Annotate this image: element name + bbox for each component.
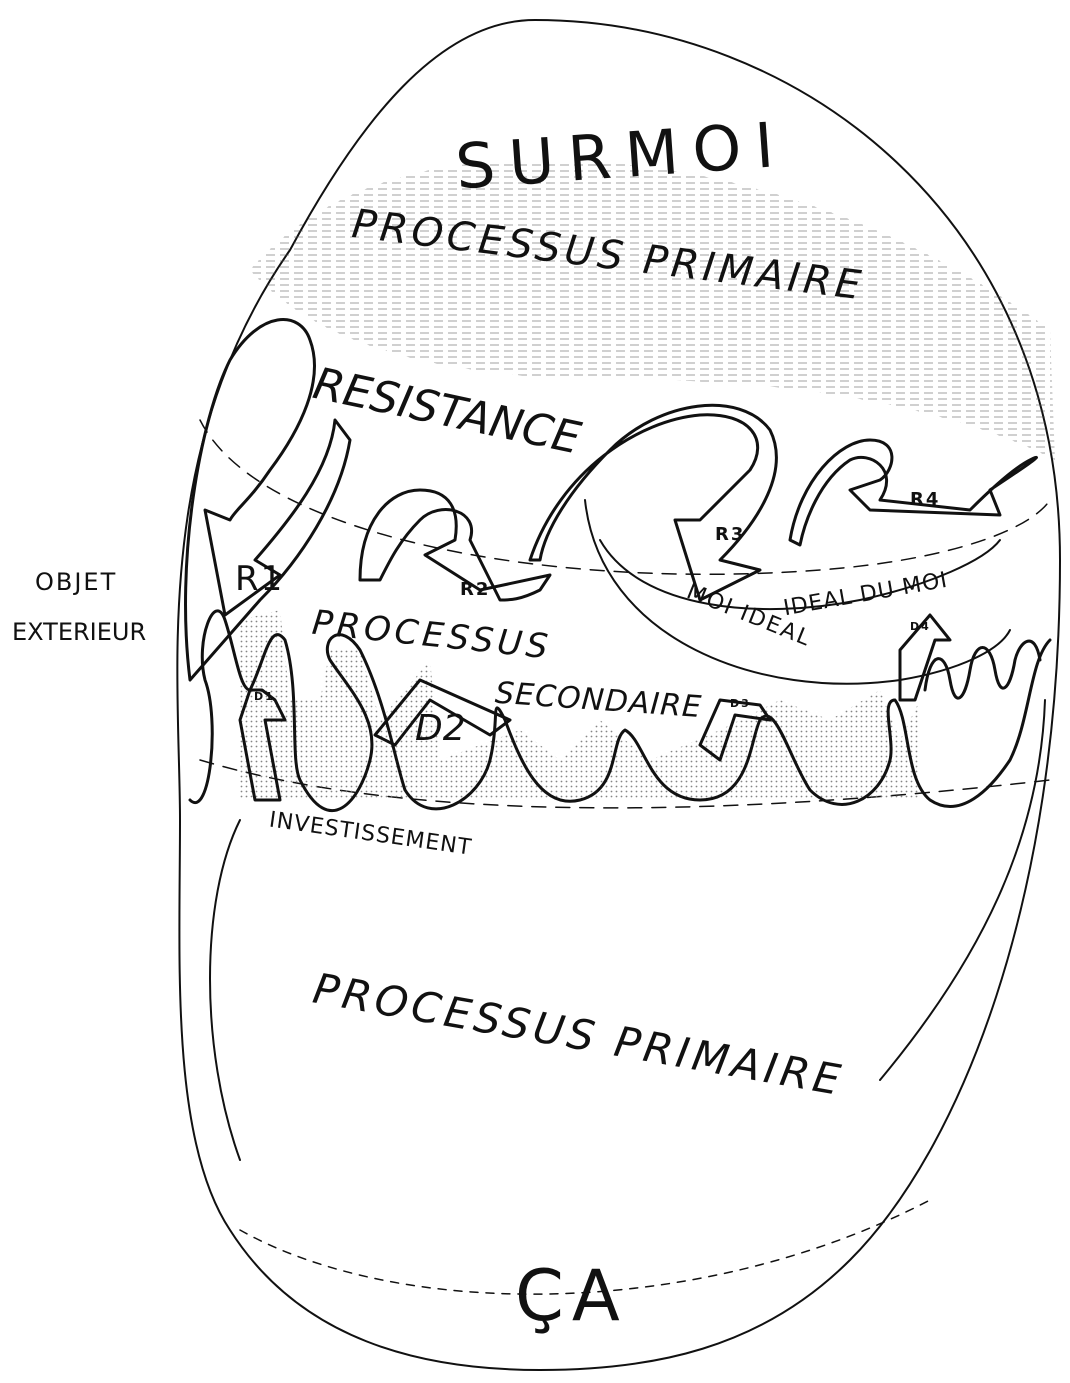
- label-processus-primaire-bottom: PROCESSUS PRIMAIRE: [309, 964, 847, 1106]
- investment-curve-left: [210, 820, 240, 1160]
- label-r3: R3: [715, 524, 745, 545]
- label-d3: D3: [730, 697, 751, 710]
- label-exterieur: EXTERIEUR: [12, 618, 146, 646]
- label-r2: R2: [460, 579, 490, 600]
- label-d1: D1: [254, 690, 275, 703]
- arrow-r2[interactable]: [360, 490, 550, 600]
- label-objet: OBJET: [35, 568, 117, 596]
- label-r1: R1: [235, 559, 284, 599]
- label-ideal-du-moi: IDEAL DU MOI: [782, 568, 950, 622]
- label-d2: D2: [415, 708, 466, 749]
- label-d4: D4: [910, 620, 931, 633]
- label-secondaire: SECONDAIRE: [494, 676, 703, 725]
- label-r4: R4: [910, 489, 940, 510]
- label-ca: ÇA: [515, 1255, 628, 1337]
- label-investissement: INVESTISSEMENT: [268, 808, 474, 861]
